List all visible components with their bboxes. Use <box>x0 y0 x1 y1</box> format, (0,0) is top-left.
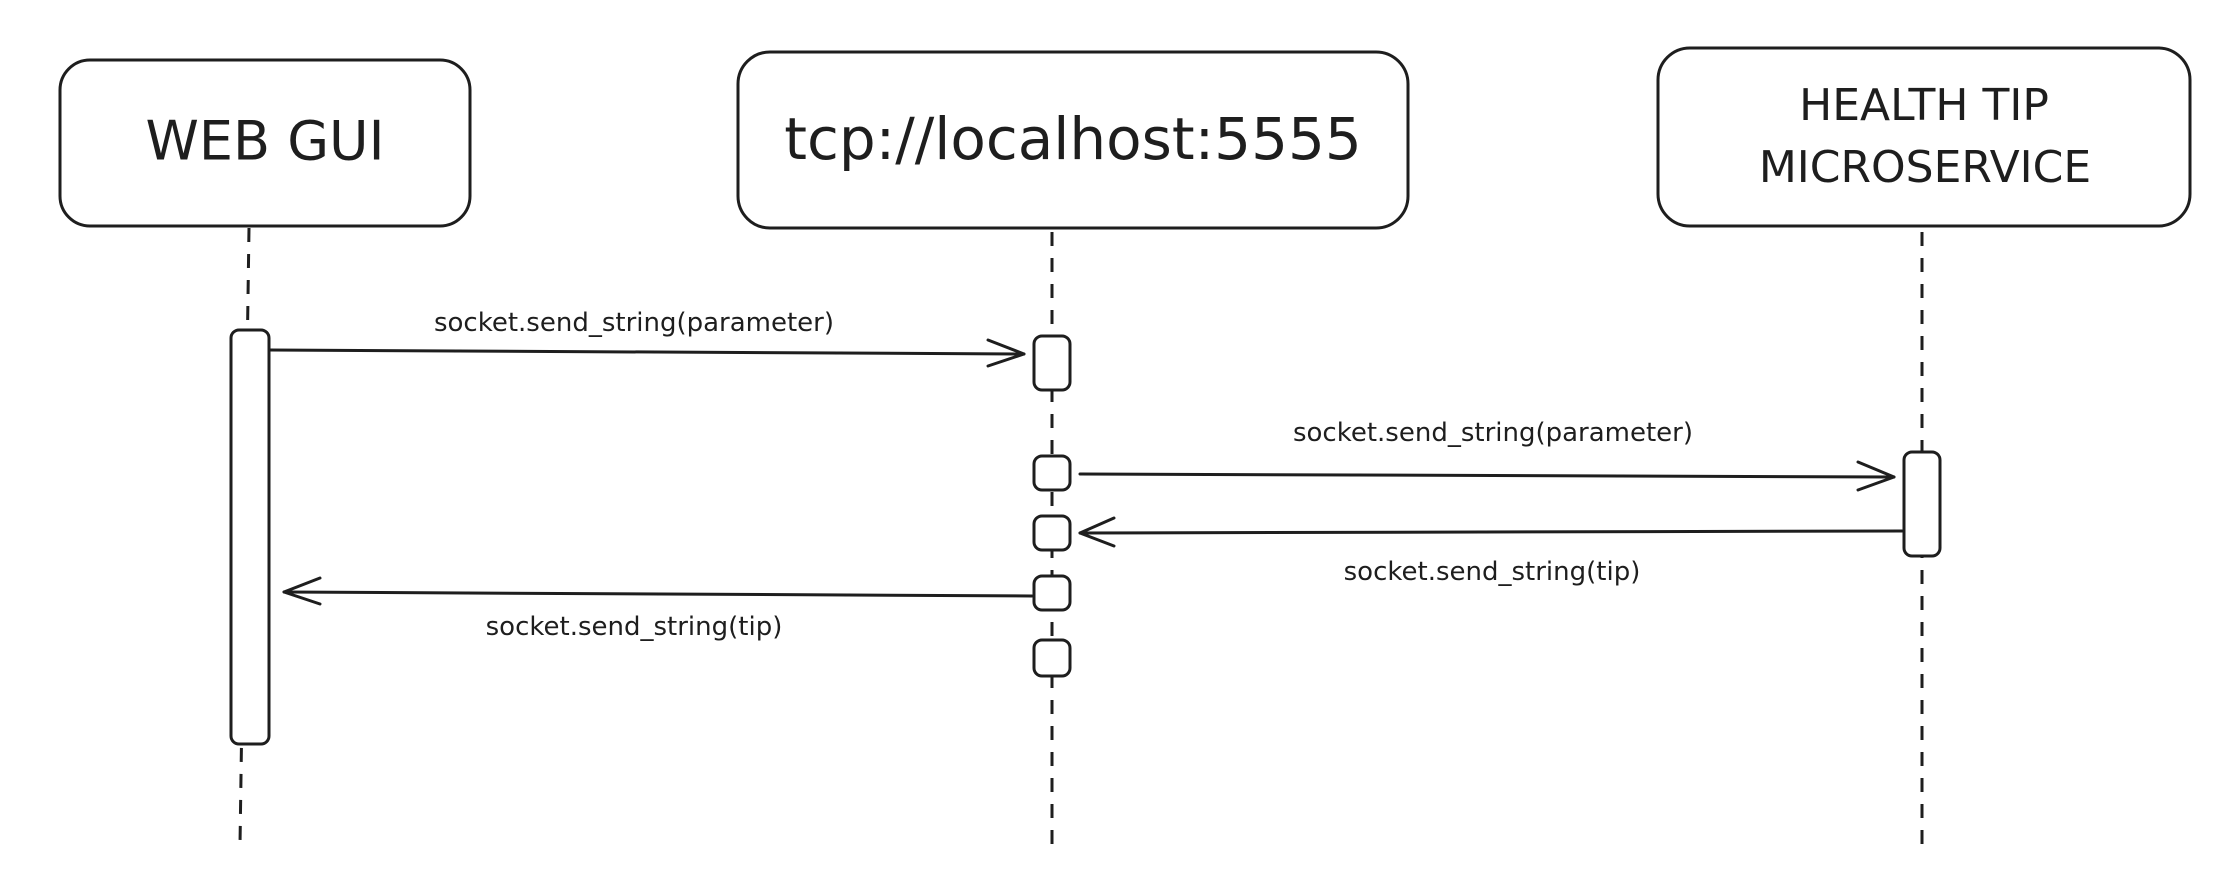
participant-box-socket <box>736 50 1410 230</box>
activation-socket-4 <box>1032 574 1072 612</box>
message-1-arrowhead <box>986 338 1026 368</box>
message-3-arrowhead <box>1078 516 1116 548</box>
activation-web-gui <box>229 328 271 746</box>
participant-label-web-gui: WEB GUI <box>145 110 384 173</box>
message-4: socket.send_string(tip) <box>282 576 1034 642</box>
participant-box-microservice <box>1656 46 2192 228</box>
activation-microservice <box>1902 450 1942 558</box>
activation-socket-1 <box>1032 334 1072 392</box>
participant-microservice: HEALTH TIP MICROSERVICE <box>1656 46 2192 228</box>
participant-label-socket: tcp://localhost:5555 <box>784 105 1362 173</box>
message-2-label: socket.send_string(parameter) <box>1293 418 1693 448</box>
message-1-label: socket.send_string(parameter) <box>434 308 834 338</box>
message-1: socket.send_string(parameter) <box>268 308 1026 368</box>
participant-label-microservice-line2: MICROSERVICE <box>1759 142 2091 193</box>
activation-socket-3 <box>1032 514 1072 552</box>
message-4-line <box>282 590 1034 598</box>
activation-socket-2 <box>1032 454 1072 492</box>
participant-web-gui: WEB GUI <box>58 58 472 228</box>
message-1-line <box>268 348 1026 356</box>
message-2-arrowhead <box>1856 460 1896 492</box>
participant-box-web-gui <box>58 58 472 228</box>
message-4-label: socket.send_string(tip) <box>486 612 783 642</box>
message-3: socket.send_string(tip) <box>1078 516 1904 587</box>
participant-socket: tcp://localhost:5555 <box>736 50 1410 230</box>
message-2-line <box>1078 472 1896 479</box>
message-3-label: socket.send_string(tip) <box>1344 557 1641 587</box>
activation-socket-5 <box>1032 638 1072 678</box>
message-2: socket.send_string(parameter) <box>1078 418 1896 492</box>
message-4-arrowhead <box>282 576 322 606</box>
participant-label-microservice-line1: HEALTH TIP <box>1799 80 2049 131</box>
message-3-line <box>1078 529 1904 535</box>
